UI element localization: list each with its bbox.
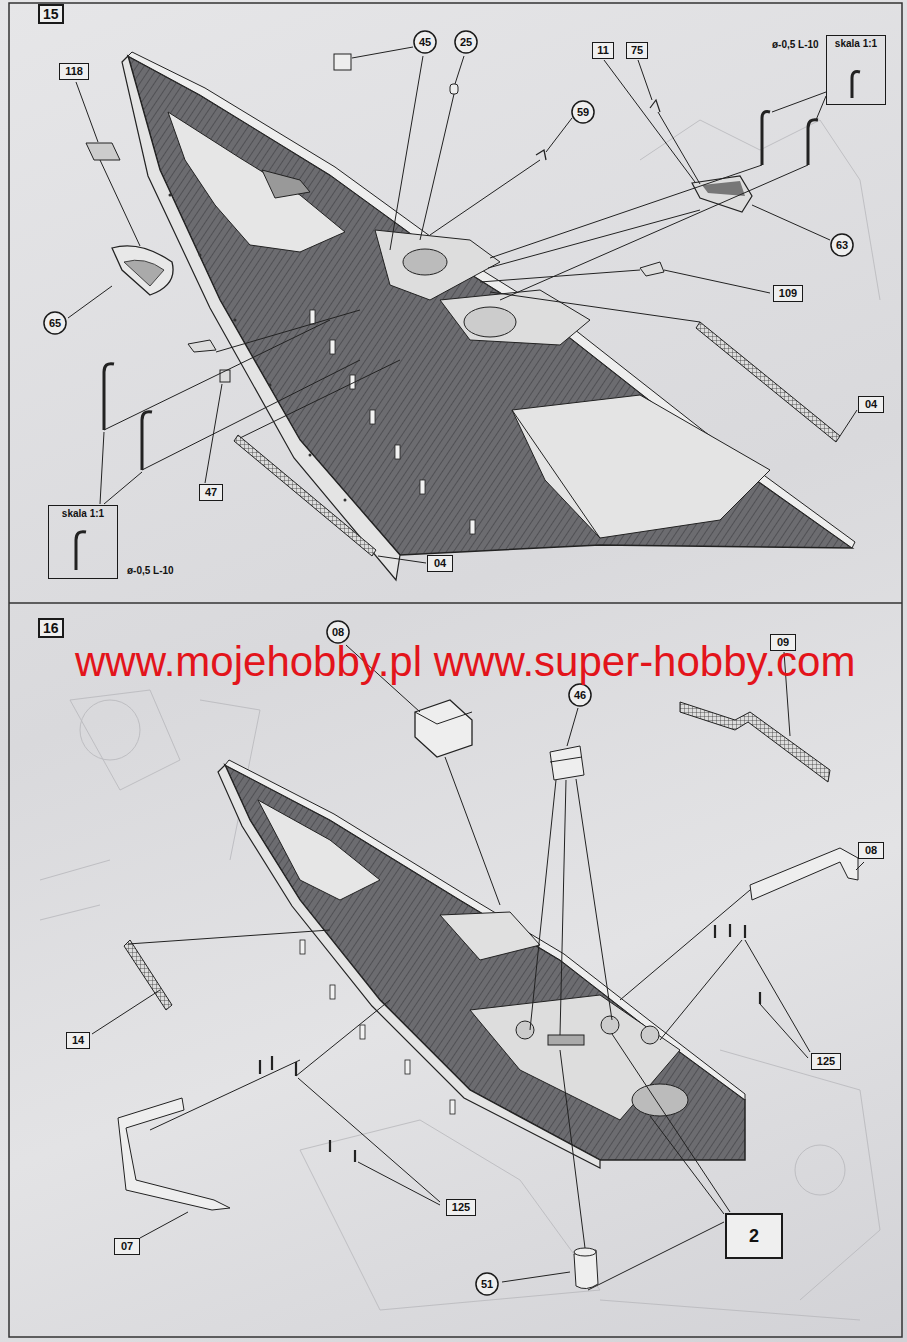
scale-note: skala 1:1: [835, 38, 877, 50]
callout-box: 04: [427, 555, 453, 572]
callout-circle: 46: [568, 683, 592, 707]
callout-box: 14: [66, 1032, 90, 1049]
callout-box: 75: [626, 42, 648, 59]
callout-number: 2: [749, 1226, 759, 1247]
callout-box: 07: [114, 1238, 140, 1255]
dimension-note: ø-0,5 L-10: [772, 39, 819, 51]
callout-number: 59: [577, 106, 589, 119]
callout-number: 15: [43, 6, 59, 22]
callout-number: 07: [121, 1240, 133, 1253]
step-number-box: 15: [38, 4, 64, 24]
callout-number: 08: [865, 844, 877, 857]
callout-number: 04: [434, 557, 446, 570]
callout-box: 118: [59, 63, 89, 80]
watermark-text: www.mojehobby.pl www.super-hobby.com: [75, 638, 855, 686]
callout-circle: 65: [43, 311, 67, 335]
callout-box: 125: [446, 1199, 476, 1216]
callout-box: 04: [858, 396, 884, 413]
callout-number: 51: [481, 1278, 493, 1291]
callout-number: 125: [817, 1055, 835, 1068]
callout-circle: 51: [475, 1272, 499, 1296]
step-number-box: 16: [38, 618, 64, 638]
callout-number: 47: [205, 486, 217, 499]
callout-number: 65: [49, 317, 61, 330]
callout-number: 45: [419, 36, 431, 49]
callout-number: 109: [779, 287, 797, 300]
callout-circle: 59: [571, 100, 595, 124]
callout-number: 63: [836, 239, 848, 252]
callout-circle: 63: [830, 233, 854, 257]
callout-number: 125: [452, 1201, 470, 1214]
callout-box: 125: [811, 1053, 841, 1070]
scale-inset-box: skala 1:1: [826, 35, 886, 105]
callout-circle: 45: [413, 30, 437, 54]
dimension-note: ø-0,5 L-10: [127, 565, 174, 577]
step-number-box: 2: [725, 1213, 783, 1259]
callout-number: 75: [631, 44, 643, 57]
callout-number: 11: [597, 44, 609, 57]
callout-box: 08: [858, 842, 884, 859]
callout-number: 16: [43, 620, 59, 636]
callout-box: 109: [773, 285, 803, 302]
scale-note: skala 1:1: [62, 508, 104, 520]
callout-number: 04: [865, 398, 877, 411]
callout-box: 47: [199, 484, 223, 501]
scale-inset-box: skala 1:1: [48, 505, 118, 579]
callout-circle: 25: [454, 30, 478, 54]
callout-box: 11: [592, 42, 614, 59]
callout-number: 08: [332, 626, 344, 639]
callout-number: 14: [72, 1034, 84, 1047]
callout-number: 118: [65, 65, 83, 78]
callout-number: 46: [574, 689, 586, 702]
callout-number: 25: [460, 36, 472, 49]
